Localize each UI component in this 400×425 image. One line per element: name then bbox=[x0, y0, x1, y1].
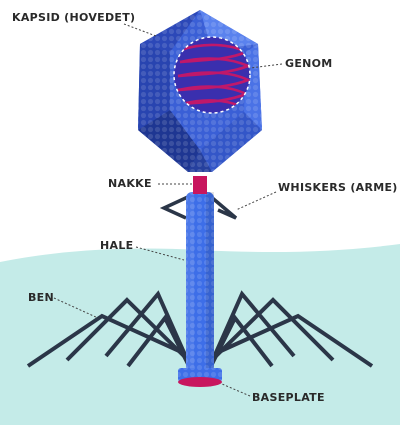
whiskers bbox=[159, 194, 238, 220]
label-whiskers: WHISKERS (ARME) bbox=[278, 181, 398, 194]
leader-lines bbox=[53, 23, 283, 397]
label-genome: GENOM bbox=[285, 57, 333, 70]
leg-right-4 bbox=[206, 314, 274, 373]
leg-left-2 bbox=[65, 297, 190, 362]
label-neck: NAKKE bbox=[108, 177, 152, 190]
whisker-left bbox=[159, 194, 191, 220]
label-legs: BEN bbox=[28, 291, 55, 304]
leader-whiskers bbox=[235, 191, 277, 211]
genome-window bbox=[173, 36, 251, 114]
label-baseplate: BASEPLATE bbox=[252, 391, 325, 404]
leader-tail bbox=[135, 246, 185, 261]
leg-right-2 bbox=[210, 297, 335, 362]
leg-right-1 bbox=[211, 313, 374, 368]
leg-left-4 bbox=[126, 314, 194, 373]
label-capsid: KAPSID (HOVEDET) bbox=[12, 11, 136, 24]
legs bbox=[26, 290, 374, 373]
leader-capsid bbox=[123, 23, 157, 37]
label-tail: HALE bbox=[100, 239, 134, 252]
leg-left-1 bbox=[26, 313, 189, 368]
leg-right-3 bbox=[208, 290, 296, 367]
leg-left-3 bbox=[104, 290, 192, 367]
leader-baseplate bbox=[221, 383, 251, 397]
leader-genome bbox=[249, 63, 283, 69]
baseplate bbox=[178, 368, 222, 387]
whisker-right bbox=[208, 194, 238, 220]
leader-legs bbox=[53, 297, 99, 319]
tail bbox=[186, 192, 214, 372]
neck bbox=[193, 176, 207, 194]
